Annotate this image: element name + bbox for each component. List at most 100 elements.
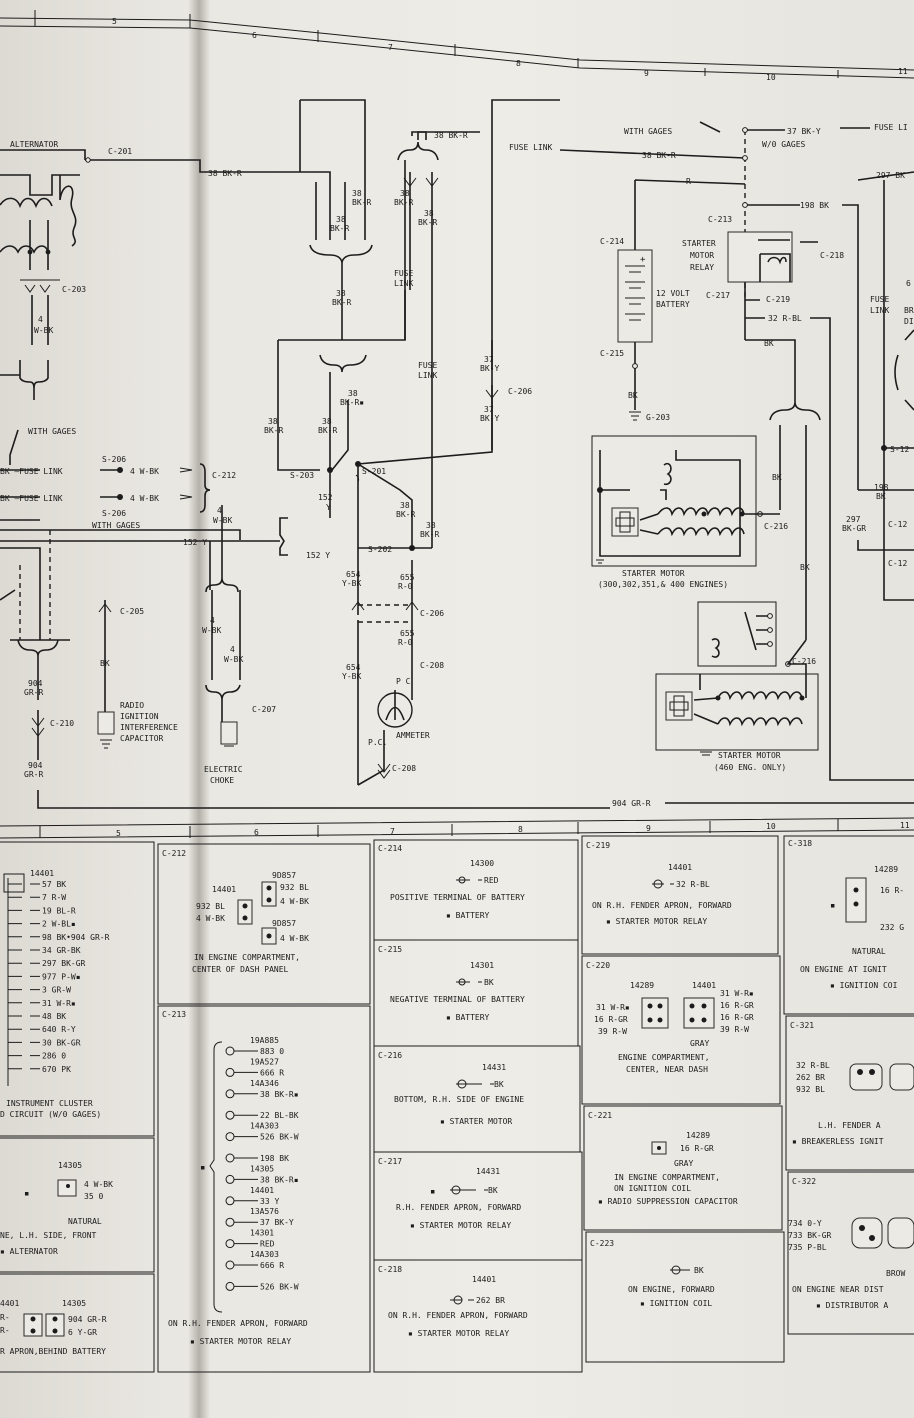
cluster-wire-label: 2 W-BL▪ <box>42 920 76 929</box>
c210-label: C-210 <box>50 719 74 728</box>
ring-terminal-icon <box>225 1281 235 1291</box>
bgrid-col-6: 6 <box>254 828 259 837</box>
w37b: 37 <box>484 405 494 414</box>
radio-cap-line1: RADIO <box>120 701 144 710</box>
c208-label: C-208 <box>420 661 444 670</box>
fuse-link-2: FUSE <box>418 361 437 370</box>
w198: 198 <box>874 483 889 492</box>
c212-part-b: 9D857 <box>272 871 296 880</box>
c213-bullet: ▪ <box>200 1163 205 1173</box>
c212-desc2: CENTER OF DASH PANEL <box>192 965 289 974</box>
bk-relay: BK <box>764 339 774 348</box>
c223-title: C-223 <box>590 1239 614 1248</box>
br-r-label: BR <box>904 306 914 315</box>
fuse-link-right: FUSE LI <box>874 123 908 132</box>
bgrid-col-9: 9 <box>646 824 651 833</box>
c217-desc1: R.H. FENDER APRON, FORWARD <box>396 1203 521 1212</box>
ring-terminal-icon <box>225 1174 235 1184</box>
alt-desc2: ▪ ALTERNATOR <box>0 1247 58 1256</box>
w38-10: 38 <box>426 521 436 530</box>
c216-title: C-216 <box>378 1051 402 1060</box>
w38-top: 38 BK-R <box>434 131 468 140</box>
c216-desc1: BOTTOM, R.H. SIDE OF ENGINE <box>394 1095 524 1104</box>
w38-1b: BK-R <box>352 198 371 207</box>
bgrid-col-11: 11 <box>900 821 910 830</box>
r6-label: 6 <box>906 279 911 288</box>
grid-col-9: 9 <box>644 69 649 78</box>
starter-b-line2: (460 ENG. ONLY) <box>714 763 786 772</box>
c217-wire: BK <box>488 1186 498 1195</box>
connector-c322: C-322 734 0-Y 733 BK-GR 735 P-BL BROW ON… <box>787 1171 914 1335</box>
wire-4wbk-a: 4 W-BK <box>130 467 159 476</box>
bk-sm1: BK <box>772 473 782 482</box>
cluster-wire-label: 7 R-W <box>42 893 66 902</box>
fuse-link-1b: LINK <box>394 279 413 288</box>
w152: 152 <box>318 493 333 502</box>
c214-desc1: POSITIVE TERMINAL OF BATTERY <box>390 893 525 902</box>
wire-32rbl: 32 R-BL <box>768 314 802 323</box>
pc-bot: P.C. <box>368 738 387 747</box>
c216b-label: C-216 <box>792 657 816 666</box>
c213-part-label: 14A303 <box>250 1122 279 1131</box>
alternator-section: ALTERNATOR C-201 38 BK-R C-203 4 W-BK <box>0 140 331 400</box>
connector-alternator: 14305 4 W-BK 35 0 NATURAL NE, L.H. SIDE,… <box>0 1137 155 1273</box>
c214-wire: RED <box>484 876 499 885</box>
wire-904-bottom: 904 GR-R <box>612 799 651 808</box>
w38-5: 38 <box>424 209 434 218</box>
c216a-label: C-216 <box>764 522 788 531</box>
w38-6: 38 <box>268 417 278 426</box>
bl-part-b: 14305 <box>62 1299 86 1308</box>
c12b-label: C-12 <box>888 559 907 568</box>
ring-terminal-icon <box>225 1132 235 1142</box>
c221-desc1: IN ENGINE COMPARTMENT, <box>614 1173 720 1182</box>
c213-desc1: ON R.H. FENDER APRON, FORWARD <box>168 1319 308 1328</box>
c221-title: C-221 <box>588 1111 612 1120</box>
w37ab: BK-Y <box>480 364 499 373</box>
c215-label: C-215 <box>600 349 624 358</box>
c214-part: 14300 <box>470 859 494 868</box>
with-gages-top: WITH GAGES <box>624 127 672 136</box>
connector-c217: C-217 14431 BK ▪ R.H. FENDER APRON, FORW… <box>373 1151 583 1261</box>
c318-desc2: ▪ IGNITION COI <box>830 981 898 990</box>
c218-title: C-218 <box>378 1265 402 1274</box>
c213-title: C-213 <box>162 1010 186 1019</box>
w198b: BK <box>876 492 886 501</box>
battery-relay-section: + WITH GAGES 37 BK-Y FUSE LI W/0 GAGES 3… <box>559 121 914 781</box>
c203-label: C-203 <box>62 285 86 294</box>
w38-4: 38 <box>400 189 410 198</box>
c216-part: 14431 <box>482 1063 506 1072</box>
w655a: 655 <box>400 573 415 582</box>
fuse-link-a: BK —FUSE LINK <box>0 467 63 476</box>
c213-part-label: 14401 <box>250 1186 274 1195</box>
grid-col-7: 7 <box>388 43 393 52</box>
starter-motor-b: BK C-216 STARTER MOTOR (460 ENG. ONLY) <box>655 563 819 772</box>
c318-natural: NATURAL <box>852 947 886 956</box>
choke-line1: ELECTRIC <box>204 765 243 774</box>
bl-w-left: R- <box>0 1313 10 1322</box>
c212-wl1: 932 BL <box>196 902 225 911</box>
w655bb: R-0 <box>398 638 413 647</box>
c223-desc2: ▪ IGNITION COIL <box>640 1299 712 1308</box>
wire-297bk: 297 BK <box>876 171 905 180</box>
c206-right: C-206 <box>508 387 532 396</box>
connector-c212: C-212 14401 9D857 9D857 932 BL 4 W-BK 93… <box>157 843 371 1005</box>
alt-part: 14305 <box>58 1161 82 1170</box>
w38-3b: BK-R <box>332 298 351 307</box>
c220-wr4: 39 R-W <box>720 1025 749 1034</box>
c214-title: C-214 <box>378 844 402 853</box>
ring-terminal-icon <box>225 1046 235 1056</box>
c216-wire: BK <box>494 1080 504 1089</box>
c213-part-label: 14305 <box>250 1164 274 1173</box>
c213-wire-label: 666 R <box>260 1068 284 1077</box>
c220-desc2: CENTER, NEAR DASH <box>626 1065 708 1074</box>
wire-wbk-e: W-BK <box>224 655 243 664</box>
center-circuit: 38 BK-R 38 BK-R 38 BK-R 38 BK-R 38 BK-R … <box>264 99 914 808</box>
c201-label: C-201 <box>108 147 132 156</box>
w38-10b: BK-R <box>420 530 439 539</box>
c220-desc1: ENGINE COMPARTMENT, <box>618 1053 710 1062</box>
starter-motor-a: BK C-216 STARTER MOTOR (300,302,351,& 40… <box>591 435 788 589</box>
wire-4-c: 4 <box>217 506 222 515</box>
alternator-label: ALTERNATOR <box>10 140 58 149</box>
c215-part: 14301 <box>470 961 494 970</box>
